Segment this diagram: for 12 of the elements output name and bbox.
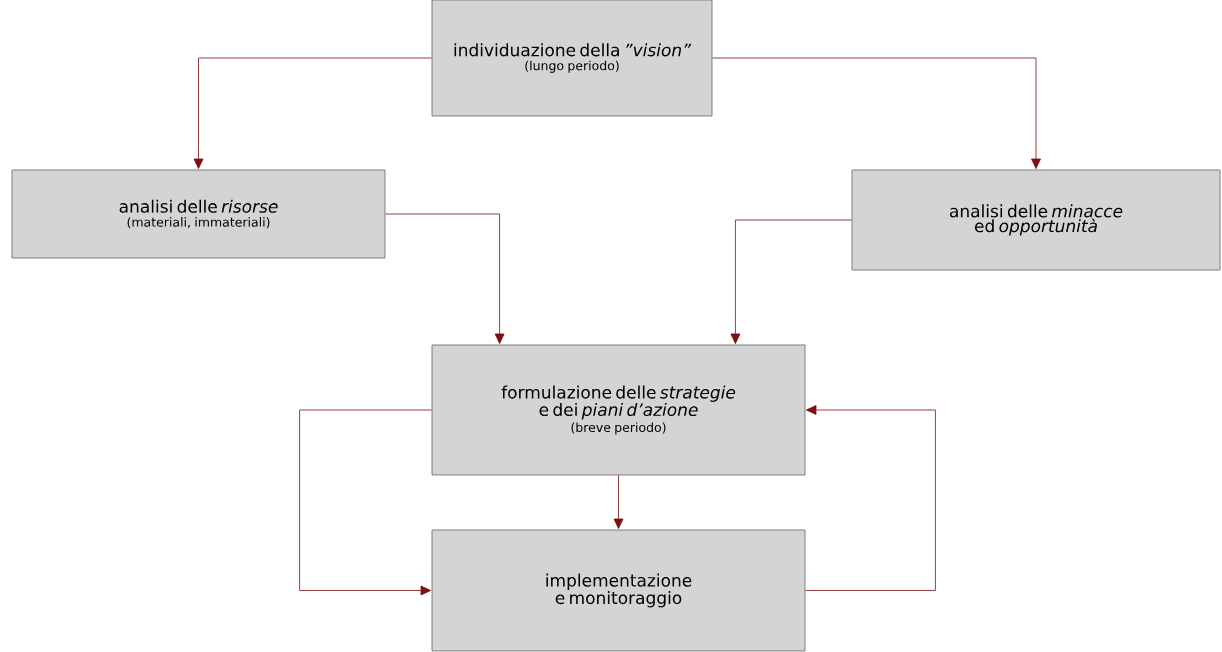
process-box: analisi delle risorse (materiali, immateriali) bbox=[11, 169, 386, 259]
process-box: analisi delle minacce ed opportunità bbox=[851, 169, 1221, 271]
arrow bbox=[193, 57, 432, 169]
arrow bbox=[613, 475, 624, 529]
process-box: formulazione delle strategie e dei piani d’azione (breve periodo) bbox=[431, 344, 806, 476]
arrow bbox=[385, 213, 505, 344]
arrow bbox=[712, 57, 1041, 169]
process-box: individuazione della ”vision” (lungo periodo) bbox=[431, 0, 713, 117]
process-box: implementazione e monitoraggio bbox=[431, 529, 806, 652]
arrow bbox=[730, 219, 852, 344]
arrow bbox=[299, 409, 432, 596]
arrow bbox=[805, 405, 936, 591]
